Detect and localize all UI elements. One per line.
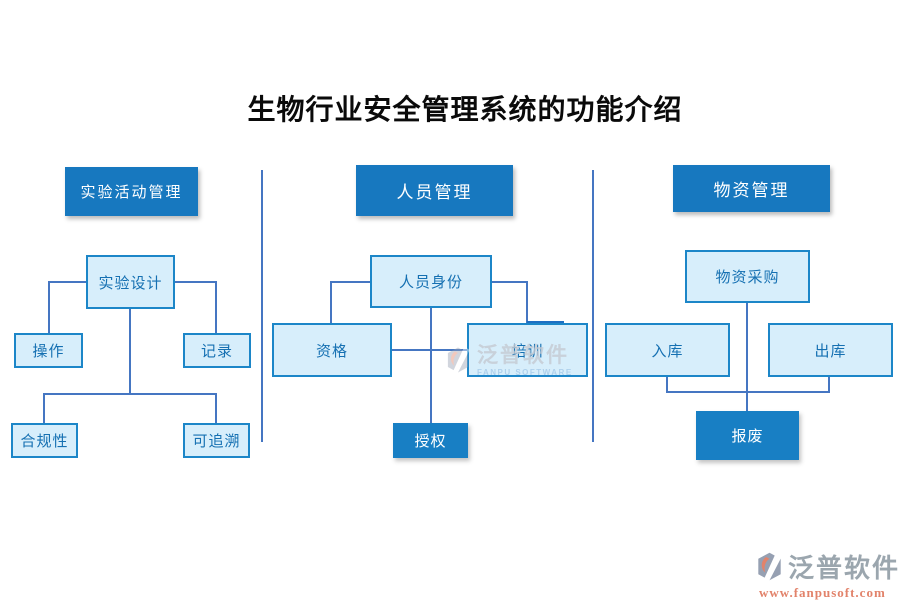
node-authorization: 授权 <box>393 423 468 458</box>
header-box-personnel-management: 人员管理 <box>356 165 513 216</box>
node-material-procurement: 物资采购 <box>685 250 810 303</box>
node-experiment-design: 实验设计 <box>86 255 175 309</box>
connector-line <box>129 309 131 394</box>
connector-line <box>666 391 830 393</box>
fanpu-brandmark: 泛普软件 www.fanpusoft.com <box>753 548 900 600</box>
branch-divider-right <box>592 170 594 442</box>
node-traceability: 可追溯 <box>183 423 250 458</box>
connector-line <box>330 281 332 323</box>
connector-line <box>43 393 217 395</box>
connector-line <box>48 281 86 283</box>
brand-row: 泛普软件 <box>753 548 900 585</box>
connector-line <box>430 308 432 423</box>
connector-line <box>175 281 217 283</box>
node-operation: 操作 <box>14 333 83 368</box>
connector-line <box>526 281 528 323</box>
page-title: 生物行业安全管理系统的功能介绍 <box>247 95 683 126</box>
connector-line <box>43 393 45 423</box>
connector-line <box>666 377 668 393</box>
node-outbound: 出库 <box>768 323 893 377</box>
connector-line <box>215 281 217 333</box>
node-scrap: 报废 <box>696 411 799 460</box>
connector-line <box>492 281 528 283</box>
header-box-material-management: 物资管理 <box>673 165 830 212</box>
connector-line <box>828 377 830 393</box>
connector-line <box>746 303 748 411</box>
node-qualification: 资格 <box>272 323 392 377</box>
brand-name: 泛普软件 <box>788 553 900 583</box>
node-training: 培训 <box>467 323 588 377</box>
brand-url: www.fanpusoft.com <box>759 585 886 600</box>
node-compliance: 合规性 <box>11 423 78 458</box>
fanpu-logo-icon <box>758 551 783 582</box>
connector-line <box>48 281 50 333</box>
node-inbound: 入库 <box>605 323 730 377</box>
connector-line <box>215 393 217 423</box>
node-personnel-identity: 人员身份 <box>370 255 492 308</box>
node-record: 记录 <box>183 333 251 368</box>
connector-line <box>392 349 467 351</box>
connector-line <box>330 281 370 283</box>
branch-divider-left <box>261 170 263 442</box>
header-box-experiment-management: 实验活动管理 <box>65 167 198 216</box>
